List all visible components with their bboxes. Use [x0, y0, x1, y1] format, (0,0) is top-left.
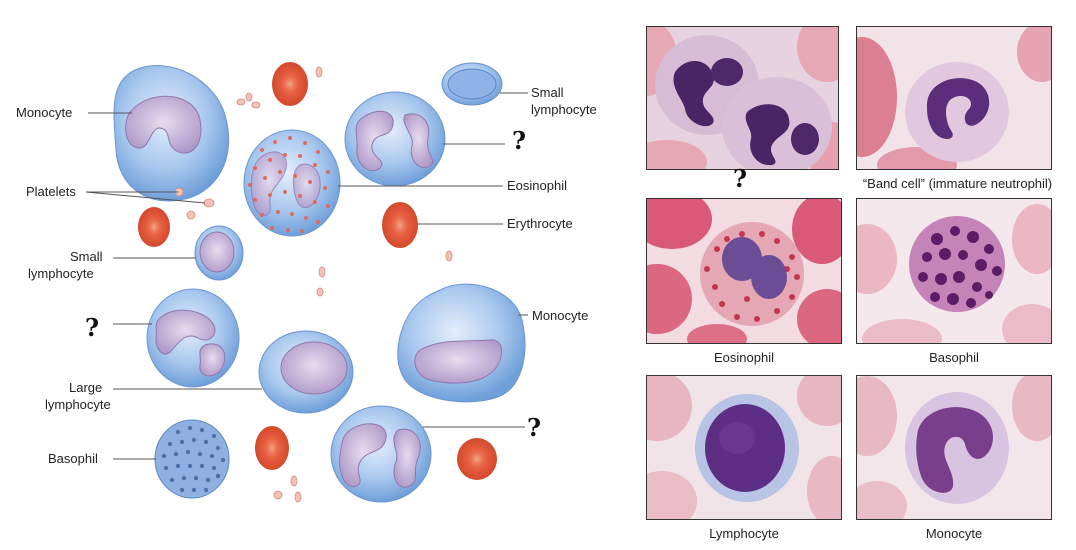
caption-basophil: Basophil	[929, 350, 979, 365]
label-eosinophil: Eosinophil	[507, 178, 567, 193]
label-small-lymphocyte-right-line1: Small	[531, 85, 564, 100]
micrograph-monocyte	[856, 375, 1052, 520]
small-lymphocyte-cell-top	[441, 62, 503, 106]
micrograph-basophil	[856, 198, 1052, 344]
blood-cell-diagram: Monocyte Platelets Small lymphocyte Larg…	[16, 62, 597, 503]
leader-lines	[85, 92, 528, 460]
label-basophil: Basophil	[48, 451, 98, 466]
label-small-lymphocyte-left-line1: Small	[70, 249, 103, 264]
neutrophil-cell-left	[146, 288, 240, 388]
neutrophil-cell-top	[344, 91, 446, 187]
label-small-lymphocyte-left-line2: lymphocyte	[28, 266, 94, 281]
label-erythrocyte: Erythrocyte	[507, 216, 573, 231]
unknown-marker-neutrophil-bottom: ?	[527, 413, 541, 442]
micrograph-lymphocyte	[646, 375, 842, 520]
caption-band-cell: “Band cell” (immature neutrophil)	[862, 176, 1053, 191]
small-lymphocyte-cell-left	[194, 225, 244, 281]
micrograph-eosinophil	[646, 198, 842, 344]
monocyte-cell-left	[113, 65, 230, 202]
label-platelets: Platelets	[26, 184, 76, 199]
caption-lymphocyte: Lymphocyte	[709, 526, 779, 541]
label-monocyte-right: Monocyte	[532, 308, 588, 323]
large-lymphocyte-cell	[258, 330, 354, 414]
monocyte-cell-right	[397, 283, 526, 403]
micrograph-neutrophil	[646, 26, 839, 170]
platelet-cells	[174, 66, 453, 503]
caption-monocyte: Monocyte	[925, 526, 983, 541]
unknown-marker-neutrophil-top: ?	[512, 126, 526, 155]
eosinophil-cell	[243, 129, 341, 237]
unknown-marker-micrograph: ?	[733, 164, 748, 193]
basophil-cell	[154, 419, 230, 499]
caption-eosinophil: Eosinophil	[714, 350, 774, 365]
unknown-marker-neutrophil-left: ?	[85, 313, 99, 342]
label-large-lymphocyte-line1: Large	[69, 380, 102, 395]
label-large-lymphocyte-line2: lymphocyte	[45, 397, 111, 412]
micrograph-band-cell	[856, 26, 1052, 170]
erythrocyte-cells	[138, 62, 497, 480]
label-monocyte-left: Monocyte	[16, 105, 72, 120]
label-small-lymphocyte-right-line2: lymphocyte	[531, 102, 597, 117]
neutrophil-cell-bottom	[330, 405, 432, 503]
